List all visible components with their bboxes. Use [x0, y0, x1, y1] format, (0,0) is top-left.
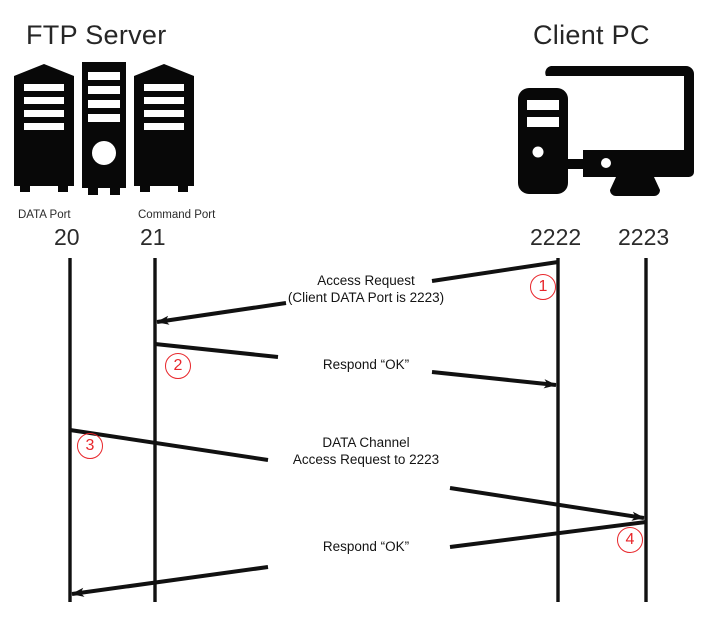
- port-number-2222: 2222: [530, 224, 582, 250]
- message-label-3-line-2: Access Request to 2223: [292, 452, 440, 467]
- port-number-20: 20: [54, 224, 80, 250]
- step-badge-3: 3: [77, 433, 103, 459]
- command-port-caption: Command Port: [138, 209, 216, 221]
- client-title: Client PC: [533, 20, 650, 50]
- port-number-21: 21: [140, 224, 166, 250]
- message-label-1: Access Request (Client DATA Port is 2223…: [206, 272, 526, 306]
- message-label-1-line-1: Access Request: [317, 273, 415, 288]
- message-arrow-3: [69, 428, 645, 521]
- message-arrow-1: [156, 260, 559, 325]
- message-arrow-4: [71, 520, 647, 597]
- message-label-3: DATA Channel Access Request to 2223: [206, 434, 526, 468]
- step-badge-1: 1: [530, 274, 556, 300]
- step-badge-4: 4: [617, 527, 643, 553]
- port-number-2223: 2223: [618, 224, 670, 250]
- message-label-2: Respond “OK”: [246, 356, 486, 373]
- server-title: FTP Server: [26, 20, 167, 50]
- message-label-2-line-1: Respond “OK”: [322, 357, 410, 372]
- desktop-computer-icon: [518, 66, 694, 196]
- server-rack-icon: [14, 62, 194, 195]
- data-port-caption: DATA Port: [18, 209, 71, 221]
- step-badge-2: 2: [165, 353, 191, 379]
- message-label-3-line-1: DATA Channel: [322, 435, 410, 450]
- message-arrow-2: [154, 342, 557, 389]
- message-label-4: Respond “OK”: [246, 538, 486, 555]
- message-label-1-line-2: (Client DATA Port is 2223): [287, 290, 445, 305]
- message-label-4-line-1: Respond “OK”: [322, 539, 410, 554]
